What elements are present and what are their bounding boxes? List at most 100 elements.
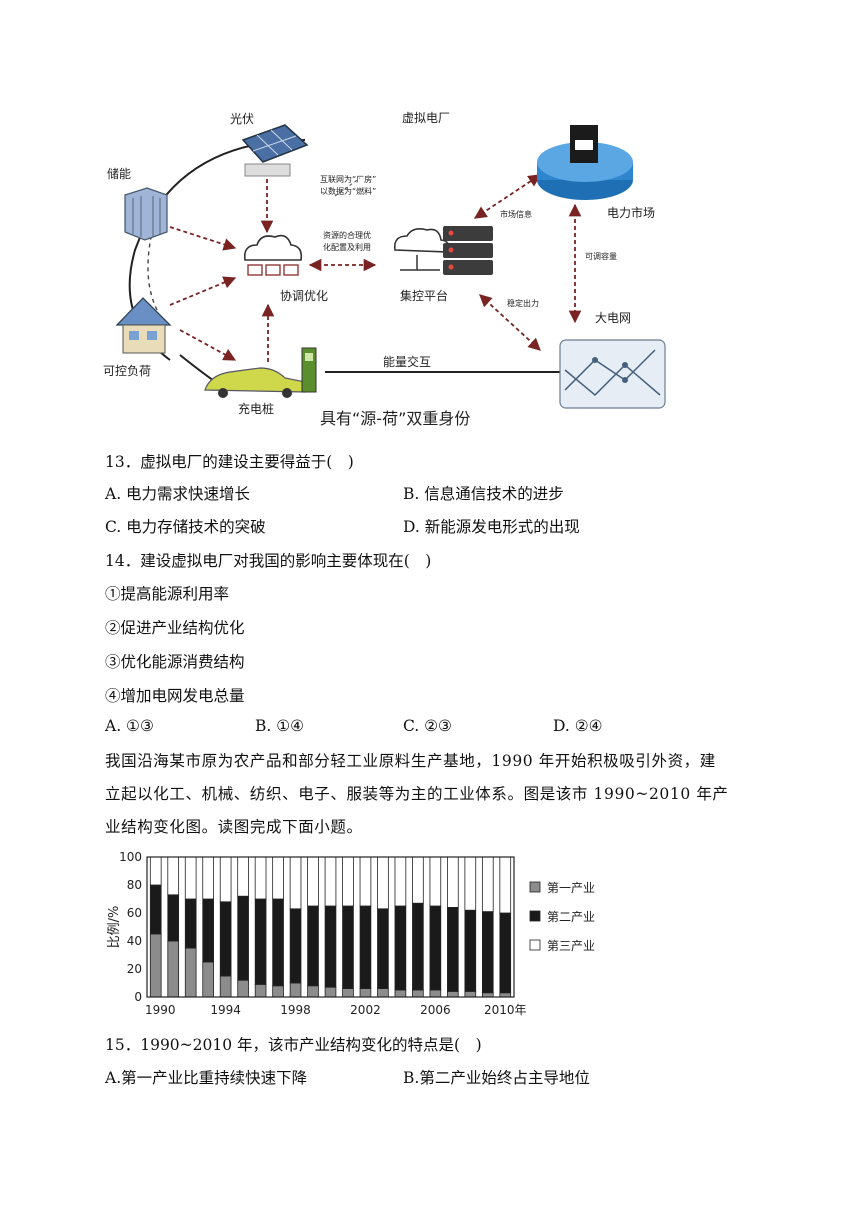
bar-1993-series-1: [202, 961, 214, 998]
x-tick-label: 1994: [210, 1003, 241, 1017]
bar-1996-series-3: [254, 856, 267, 900]
bar-2000-series-3: [324, 856, 337, 907]
car-icon: [204, 367, 306, 398]
q15-option-b[interactable]: B.第二产业始终占主导地位: [403, 1069, 590, 1087]
q15-option-a[interactable]: A.第一产业比重持续快速下降: [105, 1069, 308, 1087]
battery-icon: [124, 187, 168, 241]
adjustable-note: 可调容量: [585, 251, 617, 261]
y-tick-label: 100: [119, 850, 142, 864]
q14-stem: 14．建设虚拟电厂对我国的影响主要体现在( ): [105, 552, 432, 570]
bar-1991-series-2: [167, 894, 180, 942]
bar-2001-series-1: [342, 988, 354, 998]
bar-2008-series-2: [464, 909, 477, 992]
bar-2006-series-3: [429, 856, 442, 907]
x-tick-label: 2002: [350, 1003, 381, 1017]
q14-option-d[interactable]: D. ②④: [553, 717, 603, 735]
legend-swatch: [529, 910, 541, 922]
bar-1994-series-1: [219, 975, 232, 998]
bar-2004-series-1: [394, 989, 407, 998]
bar-2002-series-2: [359, 905, 372, 989]
server-icon: [393, 226, 493, 275]
charger-label: 充电桩: [238, 401, 274, 416]
bar-2003-series-3: [377, 856, 389, 910]
bar-2000-series-1: [324, 986, 337, 998]
q14-item-2: ②促进产业结构优化: [105, 619, 245, 637]
bar-1993-series-2: [202, 898, 214, 963]
bar-2001-series-3: [342, 856, 354, 907]
passage-line-1: 我国沿海某市原为农产品和部分轻工业原料生产基地，1990 年开始积极吸引外资，建: [105, 752, 716, 770]
y-tick-label: 80: [127, 878, 142, 892]
q13-option-b[interactable]: B. 信息通信技术的进步: [403, 485, 564, 503]
bar-2009-series-3: [481, 856, 494, 912]
platform-label: 集控平台: [400, 288, 448, 303]
q13-option-c[interactable]: C. 电力存储技术的突破: [105, 518, 266, 536]
bar-1991-series-3: [167, 856, 180, 896]
bar-2006-series-2: [429, 905, 442, 991]
bar-1990-series-3: [149, 856, 162, 886]
bar-2002-series-3: [359, 856, 372, 907]
legend-swatch: [529, 881, 541, 893]
passage: 我国沿海某市原为农产品和部分轻工业原料生产基地，1990 年开始积极吸引外资，建…: [105, 745, 755, 844]
bar-1993-series-3: [202, 856, 214, 900]
bar-1998-series-3: [289, 856, 302, 910]
x-tick-label: 1998: [280, 1003, 311, 1017]
cloud-icon: [243, 234, 303, 276]
bar-1999-series-2: [307, 905, 319, 987]
grid-icon: [559, 339, 666, 409]
bar-2003-series-2: [377, 908, 389, 990]
bar-2005-series-1: [412, 989, 424, 998]
resource-note-2: 化配置及利用: [323, 242, 371, 252]
y-tick-label: 40: [127, 934, 142, 948]
bar-1991-series-1: [167, 940, 180, 998]
bar-2001-series-2: [342, 905, 354, 989]
q14-item-4: ④增加电网发电总量: [105, 687, 245, 705]
pv-label: 光伏: [230, 112, 254, 126]
resource-note-1: 资源的合理优: [323, 230, 371, 240]
bar-1994-series-2: [219, 901, 232, 977]
q13-option-d[interactable]: D. 新能源发电形式的出现: [403, 518, 580, 536]
bar-2008-series-1: [464, 990, 477, 998]
bar-1995-series-2: [237, 895, 249, 981]
q14-option-a[interactable]: A. ①③: [105, 717, 154, 735]
legend-label: 第二产业: [547, 910, 595, 924]
bar-2010-series-3: [499, 856, 512, 914]
q14-option-c[interactable]: C. ②③: [403, 717, 452, 735]
passage-line-3: 业结构变化图。读图完成下面小题。: [105, 818, 363, 836]
bar-2002-series-1: [359, 988, 372, 998]
y-tick-label: 0: [134, 990, 142, 1004]
house-icon: [115, 297, 172, 354]
q15-stem: 15．1990~2010 年，该市产业结构变化的特点是( ): [105, 1036, 482, 1054]
stable-note: 稳定出力: [507, 298, 539, 308]
bar-2008-series-3: [464, 856, 477, 911]
bar-1995-series-1: [237, 979, 249, 998]
bar-1999-series-3: [307, 856, 319, 907]
market-info-note: 市场信息: [500, 209, 532, 219]
chart-frame: [146, 856, 515, 998]
bar-1995-series-3: [237, 856, 249, 897]
bar-1999-series-1: [307, 985, 319, 998]
diagram-title: 虚拟电厂: [402, 111, 450, 125]
bar-1998-series-2: [289, 908, 302, 984]
bar-1997-series-1: [272, 985, 284, 998]
chart-bars: [149, 856, 512, 998]
bar-2010-series-1: [499, 992, 512, 998]
bar-1990-series-2: [149, 884, 162, 935]
bar-2006-series-1: [429, 989, 442, 998]
bar-2007-series-3: [447, 856, 459, 908]
load-label: 可控负荷: [103, 364, 151, 378]
bar-2000-series-2: [324, 905, 337, 988]
legend-label: 第三产业: [547, 939, 595, 953]
coordinate-label: 协调优化: [280, 288, 328, 303]
bar-1992-series-2: [184, 898, 197, 949]
q13-option-a[interactable]: A. 电力需求快速增长: [105, 485, 251, 503]
internet-note-2: 以数据为“燃料”: [320, 186, 376, 196]
q14-item-1: ①提高能源利用率: [105, 585, 230, 603]
bar-2005-series-2: [412, 902, 424, 991]
x-tick-label: 2010年: [484, 1003, 527, 1017]
bar-1997-series-2: [272, 898, 284, 987]
charger-icon: [301, 347, 317, 393]
q14-option-b[interactable]: B. ①④: [255, 717, 305, 735]
